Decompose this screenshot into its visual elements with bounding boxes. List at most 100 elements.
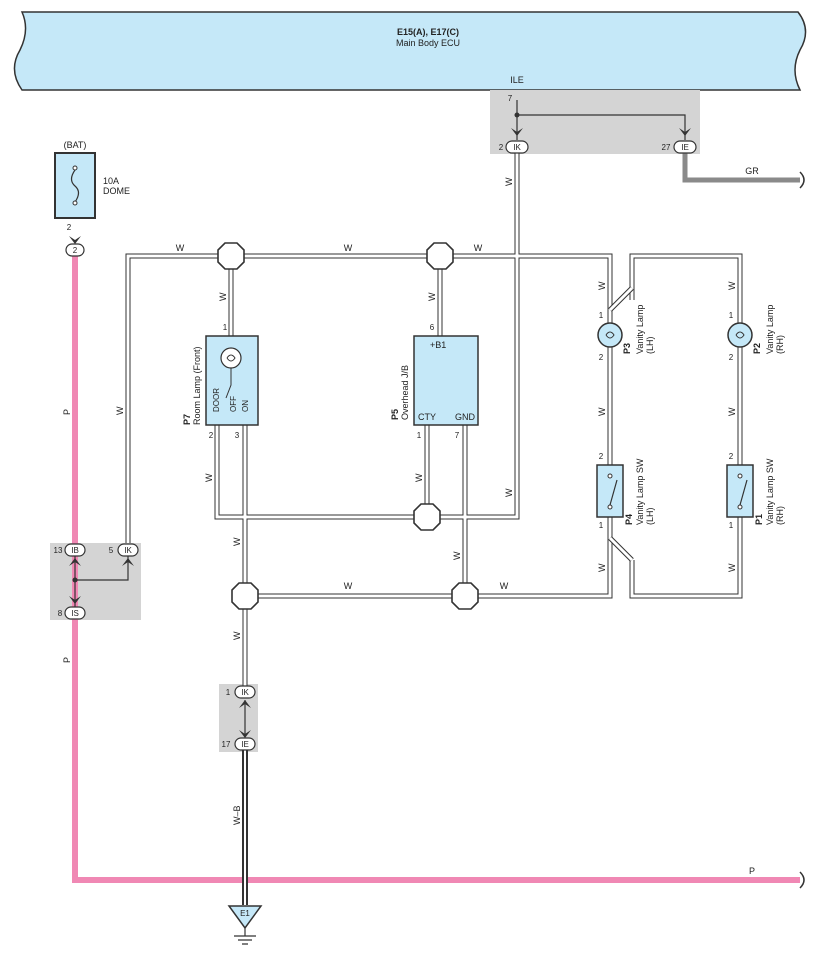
svg-text:1: 1 (599, 311, 604, 320)
svg-text:+B1: +B1 (430, 340, 446, 350)
svg-text:3: 3 (235, 431, 240, 440)
svg-text:P7: P7 (182, 414, 192, 425)
svg-text:P3: P3 (622, 343, 632, 354)
svg-text:W: W (597, 281, 607, 290)
connector-ie-bottom: IE 17 (222, 737, 256, 751)
p7-room-lamp: DOOR OFF ON 1 2 3 P7 Room Lamp (Front) (182, 323, 259, 440)
svg-text:2: 2 (499, 143, 504, 152)
svg-text:W: W (727, 563, 737, 572)
arrow-icons (69, 128, 691, 738)
svg-text:1: 1 (417, 431, 422, 440)
ecu-terminal-pin: 7 (508, 94, 513, 103)
svg-text:2: 2 (209, 431, 214, 440)
power-wire-p (72, 256, 800, 883)
svg-text:Vanity Lamp SW: Vanity Lamp SW (635, 458, 645, 525)
svg-text:P: P (749, 866, 755, 876)
connector-ik-left: IK 5 (109, 543, 139, 557)
lamp-icon (220, 347, 242, 369)
svg-text:E1: E1 (240, 909, 250, 918)
gr-wire-label: GR (745, 166, 759, 176)
svg-text:1: 1 (223, 323, 228, 332)
svg-text:1: 1 (729, 311, 734, 320)
svg-text:GND: GND (455, 412, 476, 422)
svg-text:W: W (204, 473, 214, 482)
switch-icon (225, 368, 232, 399)
connector-ik-bottom: IK 1 (226, 685, 256, 699)
svg-text:W: W (232, 631, 242, 640)
svg-text:2: 2 (599, 353, 604, 362)
svg-text:W: W (218, 292, 228, 301)
svg-text:2: 2 (73, 246, 78, 255)
svg-text:P4: P4 (624, 514, 634, 525)
svg-text:IE: IE (241, 740, 249, 749)
svg-text:IK: IK (124, 546, 132, 555)
svg-text:W: W (597, 407, 607, 416)
svg-text:27: 27 (662, 143, 671, 152)
ecu-subtitle: Main Body ECU (396, 38, 460, 48)
svg-text:W: W (414, 473, 424, 482)
svg-text:Vanity Lamp: Vanity Lamp (765, 305, 775, 354)
svg-text:W: W (176, 243, 185, 253)
svg-text:W: W (504, 177, 514, 186)
svg-text:Vanity Lamp: Vanity Lamp (635, 305, 645, 354)
svg-text:13: 13 (54, 546, 63, 555)
svg-text:ON: ON (241, 400, 250, 412)
svg-text:(BAT): (BAT) (64, 140, 87, 150)
p3-vanity-lamp-lh: 1 2 P3 Vanity Lamp (LH) (597, 305, 655, 362)
svg-text:W: W (452, 551, 462, 560)
svg-text:2: 2 (599, 452, 604, 461)
svg-text:17: 17 (222, 740, 231, 749)
switch-icon (609, 479, 618, 506)
svg-text:CTY: CTY (418, 412, 436, 422)
svg-text:DOME: DOME (103, 186, 130, 196)
wire-labels: W W W W W W W W W W W W W W W W W W W W … (62, 177, 755, 876)
svg-text:IE: IE (681, 143, 689, 152)
switch-icon (739, 479, 748, 506)
svg-text:P1: P1 (754, 514, 764, 525)
power-wire-end (799, 871, 805, 889)
fuse-icon (70, 169, 80, 203)
svg-text:1: 1 (599, 521, 604, 530)
gr-wire (682, 153, 800, 183)
svg-text:P5: P5 (390, 409, 400, 420)
svg-text:1: 1 (729, 521, 734, 530)
junction-nodes (217, 242, 479, 610)
ecu-terminal-label: ILE (510, 75, 524, 85)
p4-vanity-switch-lh: 2 1 P4 Vanity Lamp SW (LH) (596, 452, 655, 530)
svg-text:(LH): (LH) (645, 507, 655, 525)
svg-text:Room Lamp (Front): Room Lamp (Front) (192, 346, 202, 425)
svg-text:P: P (62, 657, 72, 663)
svg-text:W: W (232, 537, 242, 546)
svg-text:2: 2 (729, 353, 734, 362)
svg-text:W: W (427, 292, 437, 301)
svg-text:W: W (727, 407, 737, 416)
svg-text:OFF: OFF (229, 396, 238, 412)
connector-is: IS 8 (58, 606, 86, 620)
p5-overhead-jb: +B1 CTY GND 6 1 7 P5 Overhead J/B (390, 323, 479, 440)
svg-text:DOOR: DOOR (212, 388, 221, 412)
svg-text:IB: IB (71, 546, 79, 555)
svg-text:W: W (344, 243, 353, 253)
lamp-icon (727, 322, 753, 348)
svg-text:IK: IK (513, 143, 521, 152)
connector-fuse: 2 (65, 243, 85, 257)
p1-vanity-switch-rh: 2 1 P1 Vanity Lamp SW (RH) (726, 452, 785, 530)
connector-ie-ecu: IE 27 (662, 140, 697, 154)
ground-e1: E1 (227, 905, 263, 945)
svg-text:W: W (500, 581, 509, 591)
svg-text:W: W (504, 488, 514, 497)
svg-text:(RH): (RH) (775, 335, 785, 354)
svg-text:(RH): (RH) (775, 506, 785, 525)
ground-icon (234, 928, 256, 945)
svg-text:IS: IS (71, 609, 79, 618)
svg-text:8: 8 (58, 609, 63, 618)
p2-vanity-lamp-rh: 1 2 P2 Vanity Lamp (RH) (727, 305, 785, 362)
svg-text:5: 5 (109, 546, 114, 555)
lamp-icon (597, 322, 623, 348)
fuse-dome: (BAT) 10A DOME 2 (54, 140, 130, 232)
svg-text:6: 6 (430, 323, 435, 332)
svg-text:7: 7 (455, 431, 460, 440)
gr-wire-end (799, 171, 805, 189)
svg-text:P: P (62, 409, 72, 415)
